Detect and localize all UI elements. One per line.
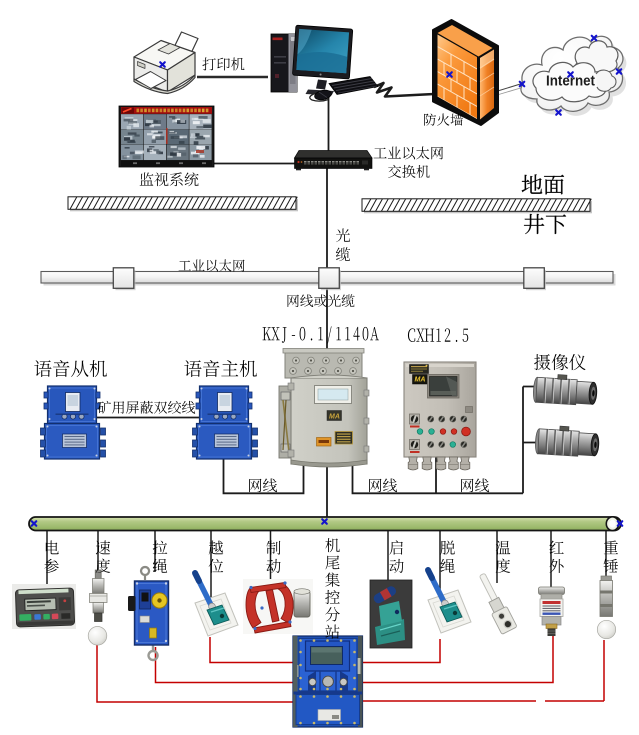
svg-text:MA: MA: [329, 414, 340, 421]
svg-text:MA: MA: [415, 377, 426, 384]
svg-text:Internet: Internet: [546, 74, 595, 90]
